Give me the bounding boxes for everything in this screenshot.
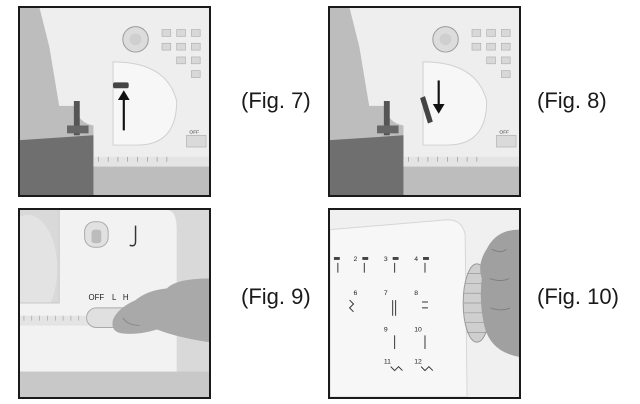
power-switch-illustration: OFF L H (20, 210, 209, 397)
figure-10-caption: (Fig. 10) (537, 284, 619, 309)
stitch-number: 11 (384, 359, 391, 366)
stitch-number: 7 (384, 290, 388, 297)
figure-8-caption: (Fig. 8) (537, 88, 607, 113)
figure-10-photo: 2 3 4 6 7 8 9 10 11 12 (328, 208, 521, 399)
switch-off-label: OFF (89, 293, 105, 302)
figure-7-photo: OFF (18, 6, 211, 197)
stitch-number: 9 (384, 326, 388, 333)
off-label-fig8: OFF (499, 129, 509, 135)
arrow-down-icon (432, 80, 445, 114)
stitch-number: 10 (414, 326, 422, 333)
switch-high-label: H (123, 293, 129, 302)
stitch-number: 3 (384, 256, 388, 263)
stitch-number: 12 (414, 359, 422, 366)
sewing-machine-illustration-fig7: OFF (20, 8, 209, 195)
off-label-fig7: OFF (189, 129, 199, 135)
stitch-number: 4 (414, 256, 418, 263)
sewing-machine-illustration-fig8: OFF (330, 8, 519, 195)
arrow-up-icon (117, 90, 130, 131)
stitch-number: 6 (354, 290, 358, 297)
figure-9-caption: (Fig. 9) (241, 284, 311, 309)
figure-8-photo: OFF (328, 6, 521, 197)
figure-7-caption: (Fig. 7) (241, 88, 311, 113)
stitch-number: 8 (414, 290, 418, 297)
stitch-number: 2 (354, 256, 358, 263)
stitch-panel-illustration: 2 3 4 6 7 8 9 10 11 12 (330, 210, 519, 397)
figure-9-photo: OFF L H (18, 208, 211, 399)
switch-low-label: L (112, 293, 117, 302)
